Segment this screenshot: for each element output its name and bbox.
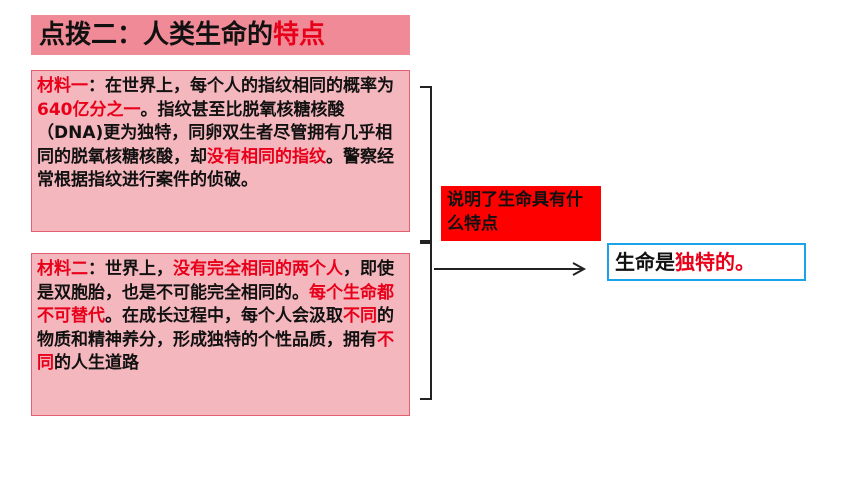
material-two-label: 材料二 bbox=[37, 259, 88, 279]
arrow-right-icon bbox=[434, 262, 587, 276]
material-two-text-2: ，即使是双胞胎，也是不可能完全相同的。 bbox=[37, 259, 394, 303]
material-two-highlight-1: 没有完全相同的两个人 bbox=[173, 259, 343, 279]
material-two-text-3: 。在成长过程中，每个人会汲取 bbox=[105, 306, 343, 326]
answer-box: 生命是独特的。 bbox=[607, 243, 806, 281]
material-one-text-2: 。指纹甚至比脱氧核糖核酸（DNA)更为独特，同卵双生者尽管拥有几乎相同的脱氧核糖… bbox=[37, 99, 393, 167]
material-two-text-1: ：世界上， bbox=[88, 259, 173, 279]
material-one-highlight-1: 640亿分之一 bbox=[37, 99, 141, 120]
material-two-highlight-2: 每个生命都不可替代 bbox=[37, 282, 394, 327]
section-title: 点拨二：人类生命的特点 bbox=[31, 15, 410, 55]
title-highlight: 特点 bbox=[273, 20, 326, 50]
material-two-card: 材料二：世界上，没有完全相同的两个人，即使是双胞胎，也是不可能完全相同的。每个生… bbox=[31, 253, 410, 416]
material-two-text-4: 的物质和精神养分，形成独特的个性品质，拥有 bbox=[37, 306, 394, 350]
answer-text: 生命是 bbox=[615, 250, 675, 274]
material-two-text-5: 的人生道路 bbox=[54, 353, 139, 373]
bracket-lower bbox=[420, 242, 432, 400]
material-one-card: 材料一：在世界上，每个人的指纹相同的概率为 640亿分之一。指纹甚至比脱氧核糖核酸… bbox=[31, 70, 410, 232]
title-text: 点拨二：人类生命的 bbox=[39, 20, 274, 50]
answer-highlight: 独特的。 bbox=[675, 250, 755, 274]
bracket-upper bbox=[420, 86, 432, 242]
material-one-text-3: 。警察经常根据指纹进行案件的侦破。 bbox=[37, 146, 394, 191]
material-one-label: 材料一 bbox=[37, 76, 88, 96]
material-one-text-1: ：在世界上，每个人的指纹相同的概率为 bbox=[88, 76, 394, 96]
material-two-highlight-3: 不同 bbox=[343, 306, 377, 326]
material-one-highlight-2: 没有相同的指纹 bbox=[207, 146, 326, 167]
question-box: 说明了生命具有什么特点 bbox=[441, 186, 601, 241]
material-two-highlight-4: 不同 bbox=[37, 329, 394, 374]
